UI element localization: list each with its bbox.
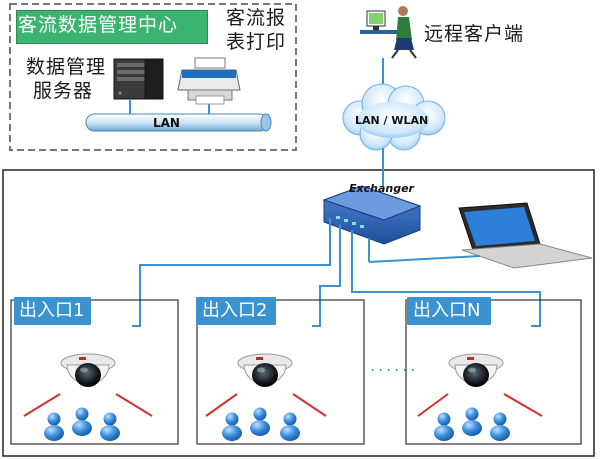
lan-label: LAN xyxy=(153,116,180,130)
switch-label: Exchanger xyxy=(349,182,414,195)
laptop-icon xyxy=(458,202,593,269)
cloud-label: LAN / WLAN xyxy=(355,114,429,127)
entrance-box-n xyxy=(405,299,582,445)
title-banner xyxy=(16,10,208,44)
person-icon xyxy=(100,412,120,441)
data-center-boundary xyxy=(9,3,297,151)
detection-lines xyxy=(23,393,543,417)
server-icon xyxy=(113,58,164,100)
server-label-1: 数据管理 xyxy=(26,56,107,78)
person-icon xyxy=(280,412,300,441)
center-title: 客流数据管理中心 xyxy=(18,14,179,36)
entrance-label-n: 出入口N xyxy=(413,300,481,321)
entrance-box-1 xyxy=(10,299,179,445)
camera-icon xyxy=(448,353,504,388)
server-label-2: 服务器 xyxy=(33,80,94,102)
entrance-tag-1 xyxy=(14,297,91,325)
site-boundary xyxy=(2,169,595,457)
ellipsis: ...... xyxy=(370,356,419,375)
person-icon xyxy=(44,412,64,441)
entrance-label-2: 出入口2 xyxy=(202,300,268,321)
camera-icon xyxy=(237,353,293,388)
entrance-tag-n xyxy=(407,297,491,325)
entrance-box-2 xyxy=(196,299,365,445)
people-group-n xyxy=(434,407,510,441)
people-group-1 xyxy=(44,407,120,441)
person-icon xyxy=(250,407,270,436)
printer-icon xyxy=(177,57,241,105)
switch-icon xyxy=(322,185,422,245)
cables xyxy=(132,218,541,327)
person-icon xyxy=(462,407,482,436)
report-print-label-1: 客流报 xyxy=(226,7,287,29)
person-icon xyxy=(490,412,510,441)
person-icon xyxy=(222,412,242,441)
person-icon xyxy=(72,407,92,436)
people-group-2 xyxy=(222,407,300,441)
network-cloud xyxy=(342,83,446,151)
person-icon xyxy=(434,412,454,441)
report-print-label-2: 表打印 xyxy=(226,31,287,53)
remote-client-label: 远程客户端 xyxy=(424,23,525,45)
entrance-label-1: 出入口1 xyxy=(19,300,85,321)
lan-bus xyxy=(85,113,272,132)
camera-icon xyxy=(60,353,116,388)
remote-operator-icon xyxy=(360,6,417,59)
entrance-tag-2 xyxy=(196,297,276,325)
